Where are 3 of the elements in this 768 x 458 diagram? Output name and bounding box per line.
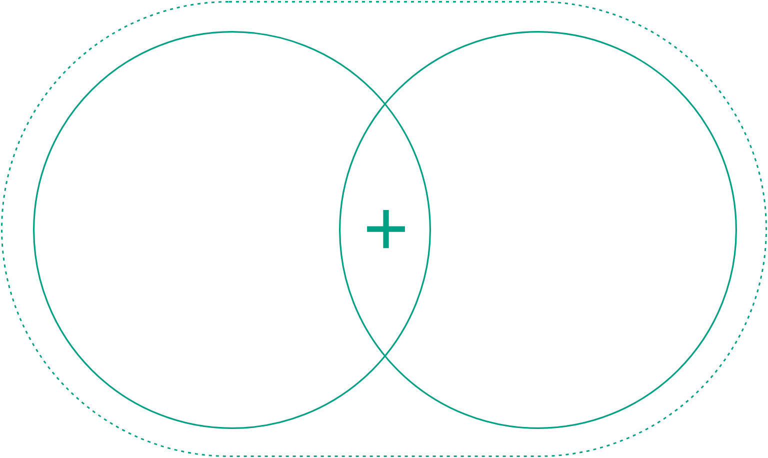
plus-sign: + bbox=[363, 189, 409, 267]
venn-circle bbox=[33, 31, 431, 429]
venn-circle bbox=[339, 31, 737, 429]
